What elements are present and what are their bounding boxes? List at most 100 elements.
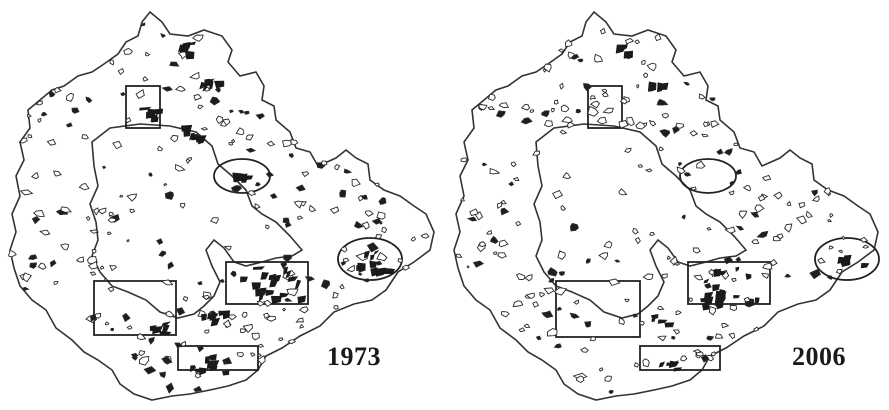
land-patch	[122, 312, 131, 323]
land-patch	[560, 204, 567, 211]
land-patch	[37, 117, 42, 123]
land-patch	[89, 229, 100, 234]
land-patch	[829, 213, 834, 219]
land-patch	[375, 234, 383, 240]
land-patch	[624, 298, 630, 303]
land-patch	[689, 130, 699, 137]
land-patch	[332, 291, 339, 299]
land-patch-cluster	[260, 272, 269, 280]
patch-layer	[455, 27, 870, 395]
land-patch	[167, 261, 175, 270]
land-patch-cluster	[270, 295, 282, 304]
land-patch	[599, 27, 606, 35]
land-patch	[584, 321, 592, 328]
inner-boundary	[89, 123, 304, 319]
land-patch	[495, 110, 506, 118]
land-patch-cluster	[191, 133, 198, 141]
land-patch	[497, 252, 507, 259]
land-patch	[120, 92, 127, 97]
land-patch	[487, 106, 495, 111]
land-patch	[710, 351, 716, 357]
land-patch	[729, 304, 737, 312]
land-patch	[363, 278, 370, 283]
land-patch	[182, 296, 188, 302]
land-patch	[730, 277, 737, 283]
land-patch	[104, 277, 108, 282]
land-patch	[575, 108, 582, 114]
land-patch	[637, 164, 644, 168]
land-patch	[197, 104, 204, 110]
land-patch-cluster	[357, 262, 366, 273]
land-patch	[632, 313, 639, 318]
land-patch	[708, 268, 715, 276]
land-patch	[170, 134, 179, 143]
land-patch	[71, 107, 80, 114]
land-patch	[648, 120, 657, 127]
highlight-rect-north	[125, 85, 161, 129]
land-patch	[204, 329, 210, 334]
land-patch	[340, 245, 348, 253]
land-patch	[109, 58, 115, 66]
land-patch-cluster	[252, 266, 265, 270]
land-patch	[333, 305, 339, 310]
land-patch	[364, 210, 374, 217]
land-patch	[97, 207, 107, 215]
land-patch	[89, 271, 97, 276]
land-patch-cluster	[279, 292, 289, 298]
land-patch-cluster	[268, 273, 277, 281]
land-patch	[141, 22, 146, 27]
land-patch	[293, 200, 304, 209]
land-patch	[733, 142, 739, 147]
land-patch	[661, 273, 668, 279]
land-patch	[85, 216, 91, 221]
land-patch-cluster	[209, 354, 217, 361]
land-patch	[636, 84, 640, 89]
land-patch	[22, 286, 30, 291]
land-patch	[193, 385, 203, 392]
land-patch	[466, 216, 478, 222]
land-patch	[381, 226, 388, 234]
land-patch	[242, 323, 253, 333]
land-patch	[716, 148, 724, 155]
land-patch	[626, 116, 635, 127]
land-patch	[835, 268, 843, 275]
land-patch	[583, 82, 593, 92]
land-patch	[247, 190, 257, 196]
land-patch-cluster	[703, 278, 710, 284]
land-patch	[567, 121, 576, 129]
land-patch-cluster	[754, 297, 760, 305]
land-patch	[547, 267, 558, 277]
land-patch	[373, 182, 380, 187]
land-patch	[607, 278, 621, 287]
land-patch	[53, 170, 62, 177]
land-patch	[680, 355, 688, 362]
land-patch	[334, 164, 341, 171]
land-patch	[189, 71, 200, 80]
land-patch	[33, 210, 45, 217]
land-patch	[91, 249, 97, 254]
land-patch	[410, 236, 417, 242]
land-patch	[585, 258, 591, 264]
map-panel-1973	[7, 10, 435, 401]
land-patch	[520, 117, 533, 125]
land-patch	[524, 274, 533, 282]
land-patch	[692, 247, 701, 254]
land-patch	[773, 191, 783, 200]
land-patch	[186, 156, 192, 162]
land-patch	[640, 59, 646, 65]
land-patch	[223, 245, 232, 251]
land-patch	[569, 312, 580, 319]
land-patch	[666, 255, 672, 260]
land-patch	[772, 235, 782, 242]
land-patch	[624, 147, 632, 154]
land-patch	[231, 185, 243, 193]
land-patch	[529, 109, 535, 113]
land-patch	[498, 239, 509, 248]
land-patch-cluster	[294, 279, 302, 289]
land-patch	[827, 219, 833, 223]
land-patch	[256, 300, 265, 307]
land-patch	[560, 104, 570, 113]
land-patch	[700, 354, 710, 363]
district-map-1973	[7, 10, 435, 401]
land-patch-cluster	[162, 324, 170, 332]
